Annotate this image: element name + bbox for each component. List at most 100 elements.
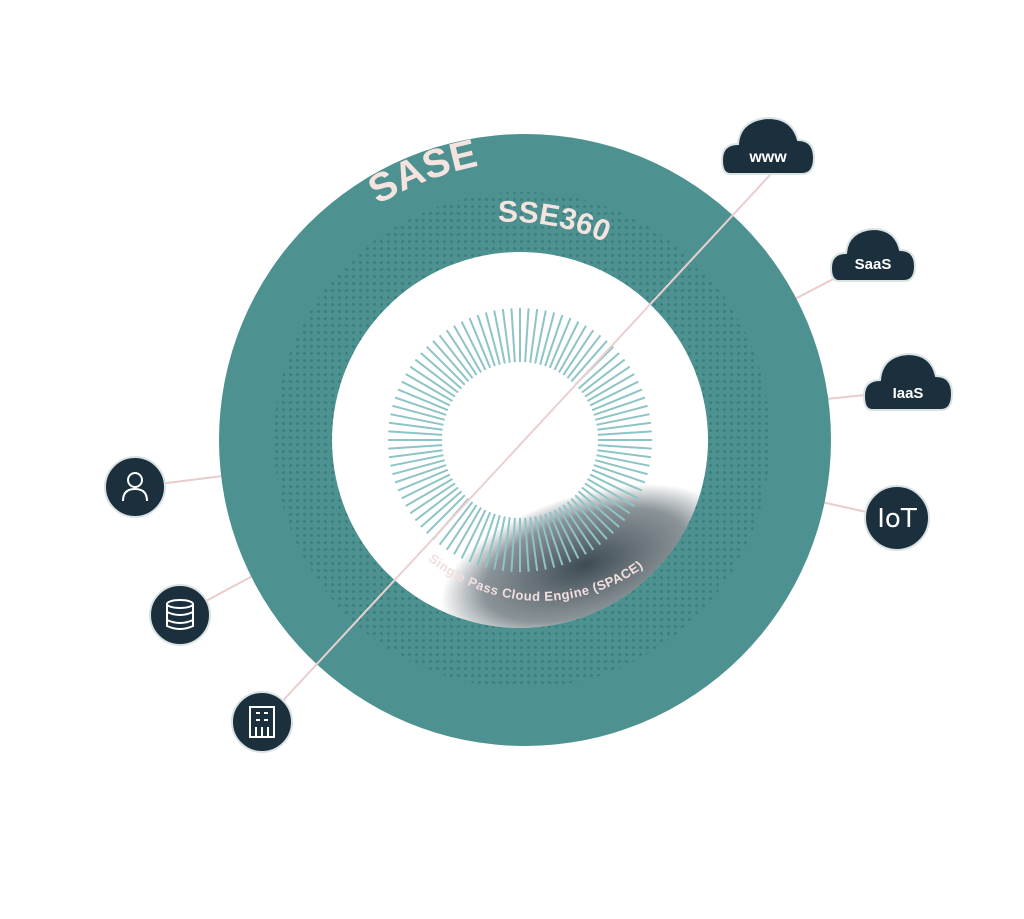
engine-rays: [388, 308, 652, 572]
building-icon: [249, 706, 275, 738]
engine-ray: [591, 468, 643, 492]
engine-ray: [397, 388, 449, 412]
engine-ray: [510, 308, 516, 363]
engine-ray: [539, 515, 556, 568]
engine-ray: [581, 358, 626, 394]
engine-ray: [566, 334, 602, 379]
cloud-label-iaas: IaaS: [893, 385, 924, 402]
engine-ray: [445, 504, 478, 551]
engine-ray: [445, 329, 478, 376]
engine-ray: [476, 513, 496, 566]
engine-ray: [593, 396, 646, 416]
engine-ray: [432, 340, 470, 383]
iot-node[interactable]: IoT: [864, 485, 930, 551]
engine-ray: [574, 494, 615, 535]
engine-ray: [558, 325, 587, 373]
engine-ray: [405, 478, 453, 507]
engine-ray: [510, 517, 516, 572]
engine-ray: [544, 314, 564, 367]
engine-ray: [595, 459, 648, 476]
engine-ray: [392, 404, 445, 421]
engine-ray: [570, 497, 608, 540]
cloud-node-www[interactable]: www: [720, 116, 816, 175]
engine-ray: [394, 396, 447, 416]
engine-ray: [401, 473, 451, 500]
engine-ray: [587, 373, 635, 402]
connector-www-overlay: [264, 174, 771, 721]
engine-ray: [438, 334, 474, 379]
engine-ray: [425, 345, 466, 386]
user-icon: [122, 472, 148, 502]
engine-ray: [453, 325, 482, 373]
engine-ray: [544, 513, 564, 566]
cloud-node-saas[interactable]: SaaS: [829, 227, 917, 282]
engine-ray: [562, 504, 595, 551]
engine-ray: [553, 321, 580, 371]
engine-ray: [420, 490, 463, 528]
cloud-node-iaas[interactable]: IaaS: [862, 352, 954, 411]
engine-ray: [493, 310, 506, 364]
engine-ray: [534, 516, 547, 570]
engine-ray: [597, 444, 652, 450]
engine-ray: [405, 373, 453, 402]
engine-ray: [390, 413, 444, 426]
engine-ray: [414, 358, 459, 394]
engine-ray: [468, 511, 492, 563]
engine-ray: [597, 430, 652, 436]
engine-ray: [596, 413, 650, 426]
iot-label: IoT: [877, 504, 917, 534]
cloud-icon: [862, 352, 954, 411]
engine-ray: [548, 317, 572, 369]
engine-ray: [581, 486, 626, 522]
engine-ray: [524, 517, 530, 572]
engine-ray: [397, 468, 449, 492]
engine-ray: [562, 329, 595, 376]
engine-ray: [501, 308, 511, 363]
engine-ray: [597, 421, 652, 431]
engine-ray: [438, 501, 474, 546]
engine-ray: [587, 478, 635, 507]
engine-ray: [493, 516, 506, 570]
engine-ray: [558, 507, 587, 555]
engine-ray: [589, 380, 639, 407]
database-icon: [166, 599, 194, 630]
engine-ray: [534, 310, 547, 364]
engine-ray: [501, 517, 511, 572]
engine-ray: [409, 482, 456, 515]
engine-ray: [468, 317, 492, 369]
iot-icon: [864, 485, 930, 551]
engine-ray: [392, 459, 445, 476]
engine-ray: [453, 507, 482, 555]
user-node[interactable]: [104, 456, 166, 518]
engine-ray: [394, 464, 447, 484]
engine-ray: [484, 312, 501, 365]
engine-ray: [591, 388, 643, 412]
engine-ray: [420, 352, 463, 390]
engine-ray: [524, 308, 530, 363]
cloud-icon: [829, 227, 917, 282]
engine-ray: [388, 449, 443, 459]
engine-ray: [548, 511, 572, 563]
engine-ray: [529, 517, 539, 572]
engine-ray: [593, 464, 646, 484]
cloud-icon: [720, 116, 816, 175]
engine-ray: [529, 308, 539, 363]
engine-ray: [388, 421, 443, 431]
engine-ray: [589, 473, 639, 500]
building-node[interactable]: [231, 691, 293, 753]
engine-ray: [577, 352, 620, 390]
engine-ray: [388, 430, 443, 436]
database-node[interactable]: [149, 584, 211, 646]
engine-ray: [570, 340, 608, 383]
engine-ray: [596, 454, 650, 467]
engine-ray: [584, 482, 631, 515]
engine-ray: [460, 321, 487, 371]
engine-ray: [584, 365, 631, 398]
cloud-label-saas: SaaS: [855, 256, 892, 273]
engine-ray: [390, 454, 444, 467]
engine-ray: [553, 509, 580, 559]
engine-ray: [566, 501, 602, 546]
engine-ray: [539, 312, 556, 365]
engine-ray: [484, 515, 501, 568]
